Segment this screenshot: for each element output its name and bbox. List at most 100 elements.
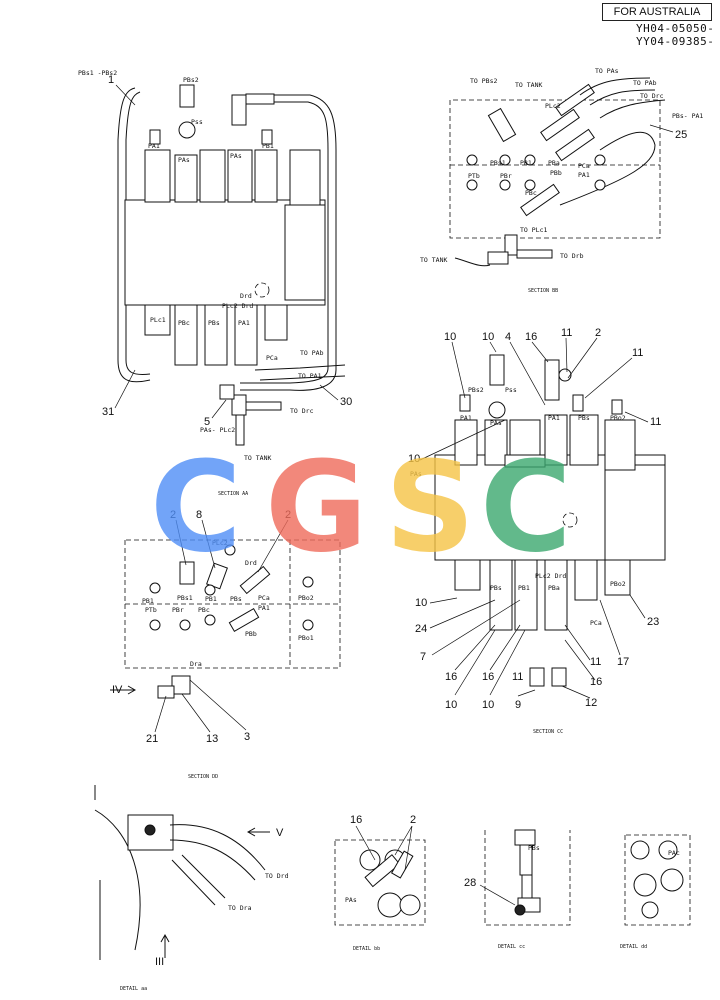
- dd-lbl-pbs1: PBs1: [177, 594, 193, 602]
- bb-fitting-pca: [555, 128, 595, 162]
- lbl-pbs1-pbs2: PBs1 -PBs2: [78, 69, 117, 77]
- bb-lbl-to-drc: TO Drc: [640, 92, 664, 100]
- bb-lbl-ptb: PTb: [468, 172, 480, 180]
- detail-bb: 16 2 PAs DETAIL bb: [334, 814, 426, 952]
- dd-lbl-pbb: PBb: [245, 630, 257, 638]
- detail-cc: PBs 28 DETAIL cc: [464, 829, 571, 950]
- dd-callout-2b: 2: [285, 509, 291, 521]
- dd-callout-8: 8: [196, 509, 202, 521]
- lbl-pss: Pss: [191, 118, 203, 126]
- cc-callout-t6: 11: [632, 347, 643, 359]
- spool-6: [289, 149, 321, 206]
- valve-end-cap-aa: [284, 204, 326, 301]
- spool-1: [144, 149, 171, 203]
- cc-lbl-pba: PBa: [548, 584, 560, 592]
- dd-lbl-ptb: PTb: [145, 606, 157, 614]
- cc-callout-b2: 7: [420, 651, 426, 663]
- callout-25: 25: [675, 129, 687, 141]
- bb-lbl-to-plc1: TO PLc1: [520, 226, 547, 234]
- cc-callout-b13: 12: [585, 697, 597, 709]
- part-number-2: YY04-09385-: [636, 35, 715, 48]
- dd-lbl-pbr: PBr: [172, 606, 184, 614]
- fitting-pa1: [149, 129, 161, 145]
- cc-callout-b10: 10: [482, 699, 494, 711]
- section-dd: PLc2 Drd PBs1 PB1 PBs PCa PBo2 PB1 PTb P…: [110, 509, 341, 780]
- watermark-letter-g: G: [265, 450, 368, 560]
- cc-lbl-plc2-drd: PLc2 Drd: [535, 572, 566, 580]
- bb-lbl-pbs1: PBs1: [490, 159, 506, 167]
- lbl-to-pa1: TO PA1: [298, 372, 322, 380]
- bb-fitting-pbb: [520, 183, 560, 217]
- cc-callout-t4: 11: [561, 327, 572, 339]
- watermark-letter-c2: C: [480, 450, 572, 560]
- dd-lbl-dra: Dra: [190, 660, 202, 668]
- hose-right: [240, 94, 337, 391]
- dd-callout-21: 21: [146, 733, 158, 745]
- dd-lbl-plc2: PLc2: [212, 539, 228, 547]
- cc-callout-t8: 10: [408, 453, 420, 465]
- cc-callout-b7: 17: [617, 656, 629, 668]
- cc-callout-b9: 10: [445, 699, 457, 711]
- watermark-letter-c1: C: [150, 450, 242, 560]
- view-mark-iv: IV: [112, 684, 123, 696]
- caption-detail-dd: DETAIL dd: [620, 944, 647, 950]
- bb-outline: [449, 99, 661, 239]
- cc-callout-b8: 23: [647, 616, 659, 628]
- dd-lbl-pca: PCa: [258, 594, 270, 602]
- bb-lbl-pba: PBa: [548, 159, 560, 167]
- bb-lbl-pbb: PBb: [550, 169, 562, 177]
- cc-lbl-pa1-b: PA1: [548, 414, 560, 422]
- cc-lbl-pas-2: PAs: [410, 470, 422, 478]
- dd-lbl-pbs: PBs: [230, 595, 242, 603]
- section-bb: TO PBs2 TO TANK TO PAs TO PAb TO Drc PBs…: [420, 67, 703, 294]
- dd-lbl-pb1: PB1: [205, 595, 217, 603]
- lbl-pas: PAs: [178, 156, 190, 164]
- bb-hose-drc: [599, 99, 666, 119]
- lbl-pas-plc2: PAs- PLc2: [200, 426, 235, 434]
- elbow-aa: [219, 384, 235, 400]
- fitting-pas-arm: [245, 93, 275, 105]
- lbl-to-drc: TO Drc: [290, 407, 314, 415]
- spool-b2: [174, 304, 198, 366]
- tee-to-drc: [245, 401, 282, 411]
- cc-lbl-pbs2: PBs2: [468, 386, 484, 394]
- fitting-pas: [231, 94, 247, 126]
- caption-section-aa: SECTION AA: [218, 491, 248, 497]
- dd-outline: [124, 539, 341, 669]
- dd-lbl-pb1-b: PB1: [142, 597, 154, 605]
- lbl-pbc: PBc: [178, 319, 190, 327]
- bb-lbl-to-drb: TO Drb: [560, 252, 584, 260]
- lbl-pa1: PA1: [148, 142, 160, 150]
- lbl-pbs: PBs: [208, 319, 220, 327]
- bb-lbl-pbr: PBr: [500, 172, 512, 180]
- spool-2: [174, 154, 198, 203]
- caption-detail-cc: DETAIL cc: [498, 944, 525, 950]
- bb-lbl-pbc: PBc: [525, 189, 537, 197]
- view-mark-v: V: [276, 827, 284, 839]
- cc-callout-b1: 24: [415, 623, 427, 635]
- spool-b1: [144, 304, 171, 336]
- lbl-pbs2: PBs2: [183, 76, 199, 84]
- cc-callout-t2: 4: [505, 331, 511, 343]
- fitting-pbs2: [179, 84, 195, 108]
- cc-callout-b12: 9: [515, 699, 521, 711]
- bb-lbl-to-pbs2: TO PBs2: [470, 77, 497, 85]
- bb-lbl-to-pas: TO PAs: [595, 67, 619, 75]
- cc-callout-t3: 16: [525, 331, 537, 343]
- dd-lbl-pbo2: PBo2: [298, 594, 314, 602]
- cc-lbl-pa1: PA1: [460, 414, 472, 422]
- cc-lbl-pbo2: PBo2: [610, 414, 626, 422]
- view-mark-iii: III: [155, 956, 164, 968]
- cc-lbl-pca: PCa: [590, 619, 602, 627]
- spool-b4: [234, 304, 258, 366]
- detail-bb-callout-2: 2: [410, 814, 416, 826]
- cc-lbl-pb1: PB1: [518, 584, 530, 592]
- cc-lbl-pbs-b: PBs: [490, 584, 502, 592]
- bb-lbl-to-tank: TO TANK: [515, 81, 542, 89]
- detail-bb-callout-16: 16: [350, 814, 362, 826]
- spool-b3: [204, 304, 228, 366]
- callout-5: 5: [204, 416, 210, 428]
- bb-hose-pas: [579, 77, 651, 96]
- cc-callout-b3: 16: [445, 671, 457, 683]
